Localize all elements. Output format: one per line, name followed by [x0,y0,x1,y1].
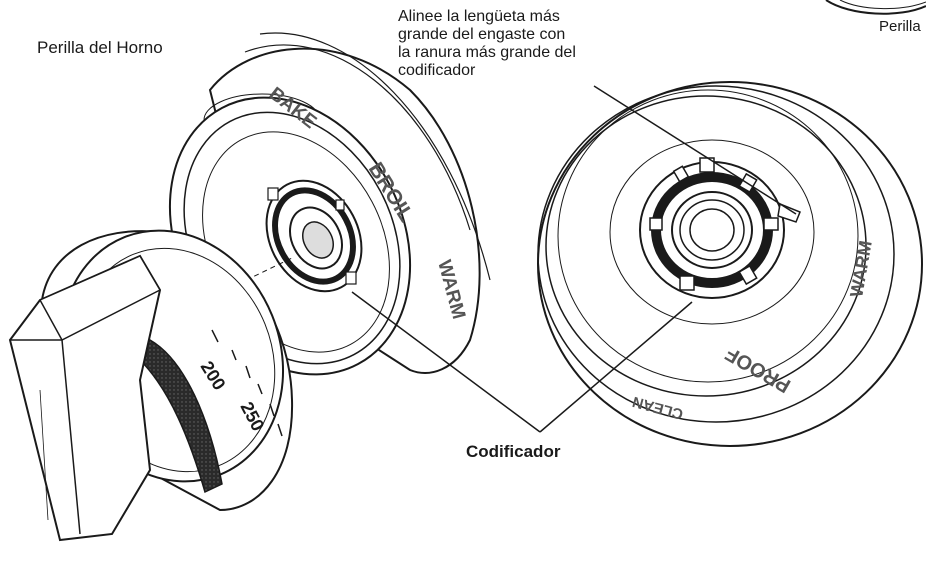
instruction-line: la ranura más grande del [398,44,576,61]
corner-knob-label: Perilla [879,18,921,35]
knob-dial-ticks [211,329,283,437]
encoder-assembly [265,179,363,293]
instruction-line: Alinee la lengüeta más [398,8,560,25]
rear-bezel [537,81,923,447]
instruction-line: grande del engaste con [398,26,566,43]
encoder-label: Codificador [466,442,561,461]
instruction-line: codificador [398,62,476,79]
instruction-leader-line [593,85,797,215]
rear-bezel-retainer [639,157,801,299]
alignment-instruction: Alinee la lengüeta más grande del engast… [398,8,638,80]
oven-knob [8,229,294,542]
encoder-leader-lines [351,291,693,433]
oven-knob-label: Perilla del Horno [37,38,163,57]
corner-knob-fragment [825,0,926,15]
